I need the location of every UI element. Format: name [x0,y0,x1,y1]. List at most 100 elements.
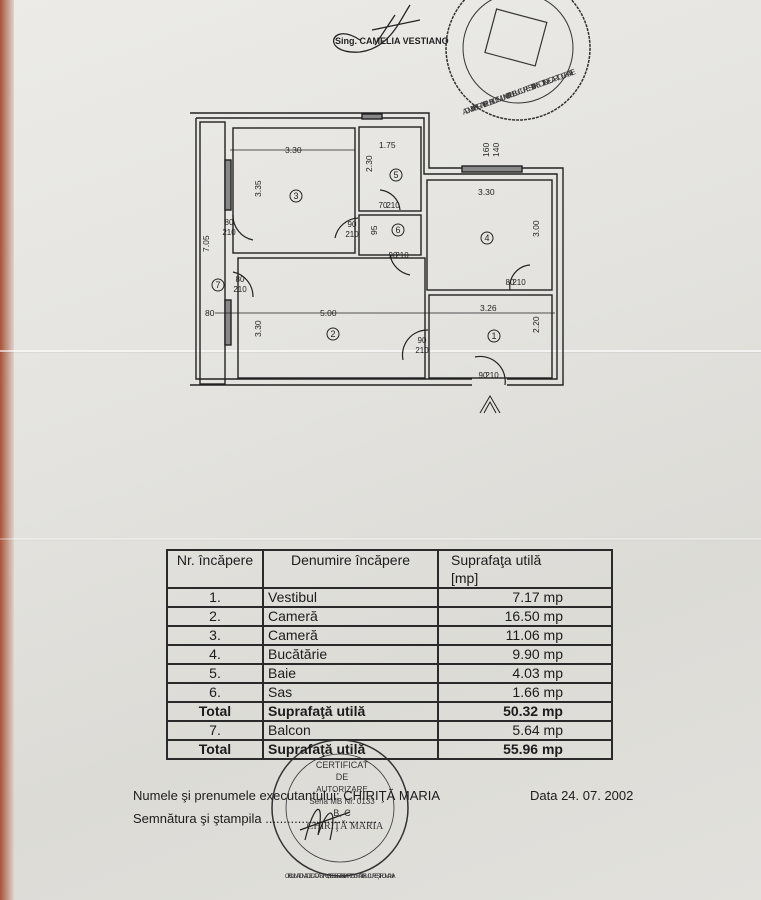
paper-crease [0,350,761,352]
svg-text:90: 90 [479,371,488,380]
cell-area: 16.50 mp [437,606,613,627]
cell-area: 9.90 mp [437,644,613,665]
cell-name: Suprafaţă utilă [262,739,439,760]
svg-text:210: 210 [512,278,526,287]
cell-name: Suprafaţă utilă [262,701,439,722]
svg-text:2.20: 2.20 [531,316,541,333]
svg-text:90: 90 [389,251,398,260]
cell-nr: 2. [166,606,264,627]
door-swings [232,189,531,386]
cell-name: Vestibul [262,587,439,608]
cell-name: Balcon [262,720,439,741]
svg-text:80: 80 [506,278,515,287]
cell-area: 55.96 mp [437,739,613,760]
svg-text:CHIRIŢĂ MARIA: CHIRIŢĂ MARIA [307,820,384,832]
executant-name: Numele şi prenumele executantului: CHIRI… [133,788,441,803]
cell-nr: Total [166,739,264,760]
north-arrow-icon [479,395,501,414]
svg-text:210: 210 [345,230,359,239]
cell-area: 4.03 mp [437,663,613,684]
svg-text:80: 80 [205,308,215,318]
svg-text:210: 210 [222,228,236,237]
svg-text:7: 7 [215,280,220,290]
svg-text:AUTORIZARE: AUTORIZARE [316,785,367,794]
cell-area: 11.06 mp [437,625,613,646]
svg-text:Sing. CAMELIA VESTIANO: Sing. CAMELIA VESTIANO [335,36,449,46]
dimension-labels: 3.30 1.75 3.35 2.30 3.30 3.00 3.26 2.20 … [201,140,555,337]
cell-nr: 6. [166,682,264,703]
svg-text:90: 90 [418,336,427,345]
svg-text:DE: DE [336,772,349,782]
top-signature: Sing. CAMELIA VESTIANO [332,4,449,53]
svg-text:80: 80 [236,275,245,284]
cell-nr: 5. [166,663,264,684]
svg-text:210: 210 [386,201,400,210]
walls [190,112,564,386]
svg-text:210: 210 [395,251,409,260]
svg-text:210: 210 [233,285,247,294]
svg-text:70: 70 [379,201,388,210]
svg-text:95: 95 [369,225,379,235]
svg-text:3.26: 3.26 [480,303,497,313]
cell-name: Baie [262,663,439,684]
cell-nr: Total [166,701,264,722]
svg-text:CERTIFICAT: CERTIFICAT [316,760,369,770]
svg-text:Seria MB Nr. 0133: Seria MB Nr. 0133 [309,797,375,806]
svg-text:210: 210 [415,346,429,355]
cell-nr: 7. [166,720,264,741]
svg-text:90: 90 [348,220,357,229]
svg-text:OFICIUL NATIONAL DE CADASTRU,: OFICIUL NATIONAL DE CADASTRU, GEODEZIE S… [285,874,396,880]
svg-text:210: 210 [485,371,499,380]
svg-text:1: 1 [491,331,496,341]
cell-name: Cameră [262,606,439,627]
svg-text:3.30: 3.30 [478,187,495,197]
handwritten-signature [299,808,351,841]
cell-area: 7.17 mp [437,587,613,608]
official-stamp-bottom: CERTIFICAT DE AUTORIZARE Seria MB Nr. 01… [271,739,409,880]
cell-name: Sas [262,682,439,703]
svg-text:B, C: B, C [333,808,351,818]
paper-crease [0,538,761,540]
table-header: Nr. încăpere Denumire încăpere Suprafaţa… [166,549,613,589]
svg-text:160: 160 [481,143,491,157]
svg-text:5.00: 5.00 [320,308,337,318]
table-surface [0,0,14,900]
cell-nr: 3. [166,625,264,646]
area-table: Nr. încăpere Denumire încăpere Suprafaţa… [166,549,613,760]
cell-nr: 1. [166,587,264,608]
cell-area: 1.66 mp [437,682,613,703]
official-stamp-top: ADMINISTRATIEI PUBLICE MUNICIPIUL BUCURE… [445,0,591,121]
svg-text:7.05: 7.05 [201,235,211,252]
svg-text:5: 5 [393,170,398,180]
svg-text:3.30: 3.30 [253,320,263,337]
svg-text:140: 140 [491,143,501,157]
svg-text:1.75: 1.75 [379,140,396,150]
svg-text:2.30: 2.30 [364,155,374,172]
svg-text:3: 3 [293,191,298,201]
cell-name: Cameră [262,625,439,646]
svg-text:3.35: 3.35 [253,180,263,197]
cell-name: Bucătărie [262,644,439,665]
cell-nr: 4. [166,644,264,665]
room-markers: 1 2 3 4 5 6 7 [211,168,501,343]
svg-text:2: 2 [330,329,335,339]
signature-line: Semnătura şi ştampila ..................… [133,811,378,826]
cell-area: 5.64 mp [437,720,613,741]
svg-text:6: 6 [395,225,400,235]
svg-text:80: 80 [225,218,234,227]
svg-text:ADMINISTRATIEI PUBLICE MUNICIP: ADMINISTRATIEI PUBLICE MUNICIPIUL BUCURE… [461,67,577,116]
svg-text:4: 4 [484,233,489,243]
svg-text:3.30: 3.30 [285,145,302,155]
document-date: Data 24. 07. 2002 [530,788,634,803]
